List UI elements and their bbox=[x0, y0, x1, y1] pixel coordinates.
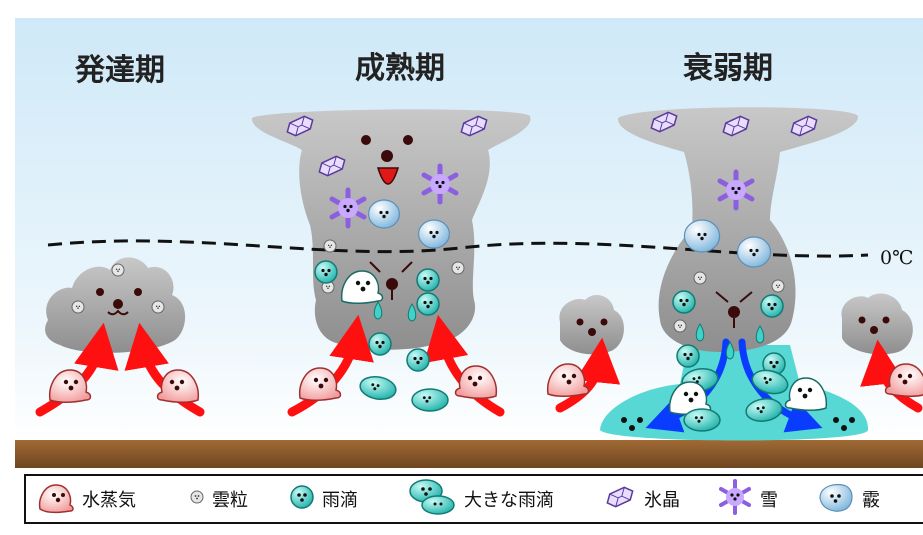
legend-label: 水蒸気 bbox=[82, 490, 136, 511]
large-raindrop-icon bbox=[359, 375, 397, 401]
legend-item-graupel: 霰 bbox=[816, 476, 880, 522]
downdraft-arrow bbox=[645, 338, 730, 433]
ice-crystal-icon bbox=[318, 155, 346, 177]
falling-drop-icon bbox=[725, 341, 735, 360]
legend-item-large-raindrop: 大きな雨滴 bbox=[404, 476, 554, 522]
raindrop-icon bbox=[288, 483, 316, 515]
raindrop-icon bbox=[368, 332, 392, 356]
developing-cloud-face bbox=[96, 288, 142, 316]
cloud-droplet-icon bbox=[693, 271, 707, 285]
snow-icon bbox=[716, 478, 754, 520]
water-vapor-icon bbox=[546, 363, 590, 397]
legend-label: 大きな雨滴 bbox=[464, 490, 554, 511]
large-raindrop-icon bbox=[411, 388, 449, 412]
water-vapor-icon bbox=[884, 363, 923, 397]
cloud-droplet-icon bbox=[111, 263, 125, 277]
graupel-icon bbox=[736, 236, 772, 268]
legend: 水蒸気 雲粒 雨滴 大きな雨滴 氷晶 雪 霰 bbox=[24, 474, 923, 524]
raindrop-icon bbox=[416, 292, 440, 316]
graupel-icon bbox=[683, 219, 721, 253]
snow-icon bbox=[421, 163, 459, 205]
large-raindrop-icon bbox=[745, 398, 783, 422]
ice-crystal-icon bbox=[650, 111, 678, 133]
mature-cloud-lower-face bbox=[369, 261, 413, 300]
water-vapor-icon bbox=[48, 369, 92, 403]
large-raindrop-icon bbox=[751, 369, 789, 395]
raindrop-icon bbox=[762, 352, 786, 376]
ice-crystal-icon bbox=[460, 115, 488, 137]
cloud-droplet-icon bbox=[771, 279, 785, 293]
snow-icon bbox=[329, 187, 367, 229]
cloud-droplet-icon bbox=[673, 319, 687, 333]
cloud-droplet-icon bbox=[151, 300, 165, 314]
graupel-icon bbox=[368, 199, 401, 229]
stage-title-mature: 成熟期 bbox=[355, 51, 445, 86]
cold-pool-faces bbox=[621, 417, 855, 431]
graupel-icon bbox=[418, 219, 451, 249]
legend-label: 氷晶 bbox=[644, 490, 680, 511]
legend-label: 雨滴 bbox=[322, 490, 358, 511]
legend-label: 雪 bbox=[760, 490, 778, 511]
updraft-arrow bbox=[555, 337, 621, 413]
water-vapor-icon bbox=[36, 479, 76, 519]
cloud-droplet-icon bbox=[71, 300, 85, 314]
legend-item-water-vapor: 水蒸気 bbox=[36, 476, 136, 522]
downdraft-arrows bbox=[645, 338, 823, 433]
falling-drop-icon bbox=[755, 325, 765, 344]
legend-item-snow: 雪 bbox=[716, 476, 778, 522]
legend-item-raindrop: 雨滴 bbox=[288, 476, 358, 522]
ice-crystal-icon bbox=[722, 115, 750, 137]
raindrop-icon bbox=[676, 344, 700, 368]
legend-label: 雲粒 bbox=[212, 490, 248, 511]
falling-drop-icon bbox=[407, 303, 417, 322]
raindrop-icon bbox=[416, 268, 440, 292]
water-vapor-icon bbox=[340, 270, 384, 304]
legend-item-ice-crystal: 氷晶 bbox=[602, 476, 680, 522]
stage-title-developing: 発達期 bbox=[74, 53, 165, 88]
cloud-droplet-icon bbox=[451, 261, 465, 275]
raindrop-icon bbox=[672, 290, 696, 314]
graupel-icon bbox=[816, 480, 856, 518]
water-vapor-icon bbox=[156, 369, 200, 403]
freezing-level-label: 0℃ bbox=[880, 247, 913, 269]
legend-label: 霰 bbox=[862, 490, 880, 511]
water-vapor-icon bbox=[784, 377, 828, 411]
mature-cloud-face bbox=[361, 135, 413, 185]
particles-layer bbox=[48, 111, 923, 432]
falling-drop-icon bbox=[373, 301, 383, 320]
dissipating-cloud bbox=[617, 107, 859, 352]
side-cloud-left-face bbox=[576, 318, 608, 336]
legend-item-cloud-droplet: 雲粒 bbox=[188, 476, 248, 522]
falling-drop-icon bbox=[695, 323, 705, 342]
ice-crystal-icon bbox=[602, 483, 638, 515]
cloud-droplet-icon bbox=[188, 488, 206, 510]
raindrop-icon bbox=[760, 294, 784, 318]
large-raindrop-icon bbox=[404, 476, 458, 522]
cloud-droplet-icon bbox=[323, 239, 337, 253]
raindrop-icon bbox=[314, 260, 338, 284]
stage-title-dissipating: 衰弱期 bbox=[683, 51, 773, 86]
side-cloud-right bbox=[841, 293, 913, 355]
raindrop-icon bbox=[406, 348, 430, 372]
side-cloud-right-face bbox=[858, 316, 890, 334]
ground bbox=[15, 440, 923, 468]
snow-icon bbox=[717, 169, 755, 211]
ice-crystal-icon bbox=[286, 115, 314, 137]
ice-crystal-icon bbox=[790, 115, 818, 137]
dissipating-cloud-face bbox=[715, 291, 753, 328]
downdraft-arrow bbox=[738, 338, 823, 433]
water-vapor-icon bbox=[298, 367, 342, 401]
large-raindrop-icon bbox=[683, 408, 721, 432]
water-vapor-icon bbox=[454, 365, 498, 399]
